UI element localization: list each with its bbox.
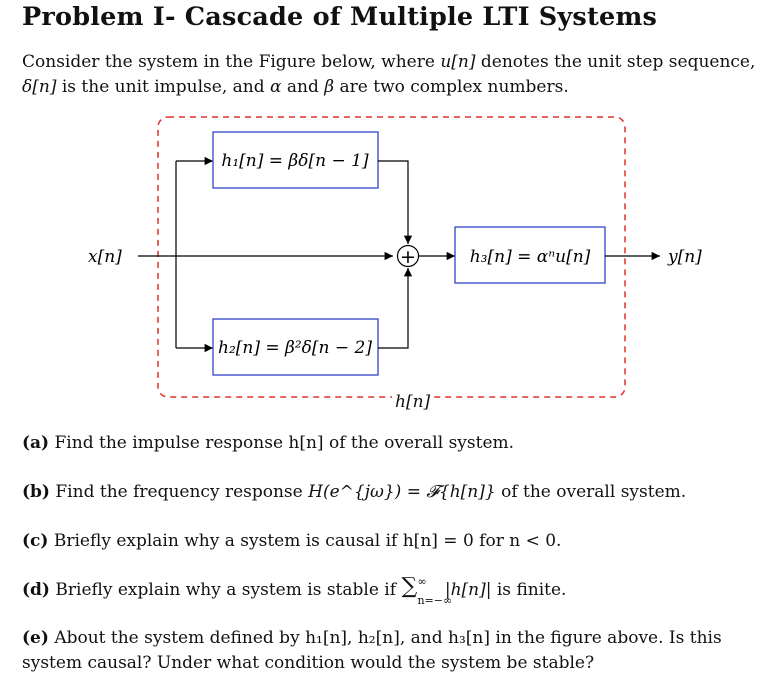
- question-a-text: Find the impulse response h[n] of the ov…: [54, 433, 515, 453]
- overall-h-label-overlay: h[n]: [392, 392, 434, 412]
- question-d-sum-body: |h[n]|: [439, 580, 492, 600]
- adder-circle: [396, 244, 420, 268]
- problem-intro: Consider the system in the Figure below,…: [22, 50, 772, 100]
- intro-alpha: α: [270, 77, 282, 97]
- intro-text-3: is the unit impulse, and: [56, 77, 271, 97]
- h1-label: h₁[n] = βδ[n − 1]: [221, 151, 369, 171]
- sigma-glyph: ∑: [401, 574, 418, 599]
- question-b-math: H(e^{jω}) = 𝓕{h[n]}: [308, 482, 496, 502]
- question-c-text: Briefly explain why a system is causal i…: [53, 531, 562, 551]
- intro-text-4: and: [281, 77, 325, 97]
- sum-upper-limit: ∞: [417, 575, 427, 588]
- summation-symbol: ∑∞ n=−∞: [401, 574, 452, 607]
- question-d-label: (d): [22, 580, 50, 600]
- block-diagram: h₁[n] = βδ[n − 1] h₂[n] = β²δ[n − 2] + h…: [88, 116, 702, 415]
- intro-u-n: u[n]: [440, 52, 476, 72]
- h3-label: h₃[n] = αⁿu[n]: [470, 247, 591, 267]
- question-c-label: (c): [22, 531, 49, 551]
- question-b-label: (b): [22, 482, 50, 502]
- intro-text-5: are two complex numbers.: [334, 77, 569, 97]
- intro-text-2: denotes the unit step sequence,: [475, 52, 756, 72]
- question-a-label: (a): [22, 433, 50, 453]
- intro-delta-n: δ[n]: [22, 77, 57, 97]
- h2-label: h₂[n] = β²δ[n − 2]: [218, 338, 372, 358]
- question-d: (d) Briefly explain why a system is stab…: [22, 574, 774, 607]
- question-e-label: (e): [22, 628, 49, 648]
- question-b: (b) Find the frequency response H(e^{jω}…: [22, 480, 774, 505]
- output-label: y[n]: [667, 247, 702, 267]
- input-label: x[n]: [88, 247, 122, 267]
- adder-symbol: +: [400, 246, 416, 268]
- question-e: (e) About the system defined by h₁[n], h…: [22, 626, 774, 676]
- overall-system-boundary: [157, 116, 626, 398]
- question-d-text-start: Briefly explain why a system is stable i…: [55, 580, 402, 600]
- h2-block: [212, 318, 379, 376]
- question-c: (c) Briefly explain why a system is caus…: [22, 529, 774, 554]
- question-a: (a) Find the impulse response h[n] of th…: [22, 431, 774, 456]
- h2-output-line: [378, 268, 413, 349]
- question-b-text-end: of the overall system.: [495, 482, 687, 502]
- h1-output-line: [378, 160, 413, 244]
- h1-block: [212, 131, 379, 189]
- question-b-text-start: Find the frequency response: [55, 482, 309, 502]
- problem-title: Problem I- Cascade of Multiple LTI Syste…: [22, 2, 658, 32]
- question-e-text: About the system defined by h₁[n], h₂[n]…: [22, 628, 722, 673]
- intro-beta: β: [324, 77, 335, 97]
- intro-text-1: Consider the system in the Figure below,…: [22, 52, 441, 72]
- sum-lower-limit: n=−∞: [417, 594, 453, 607]
- h3-block: [454, 226, 606, 284]
- question-d-text-end: is finite.: [491, 580, 567, 600]
